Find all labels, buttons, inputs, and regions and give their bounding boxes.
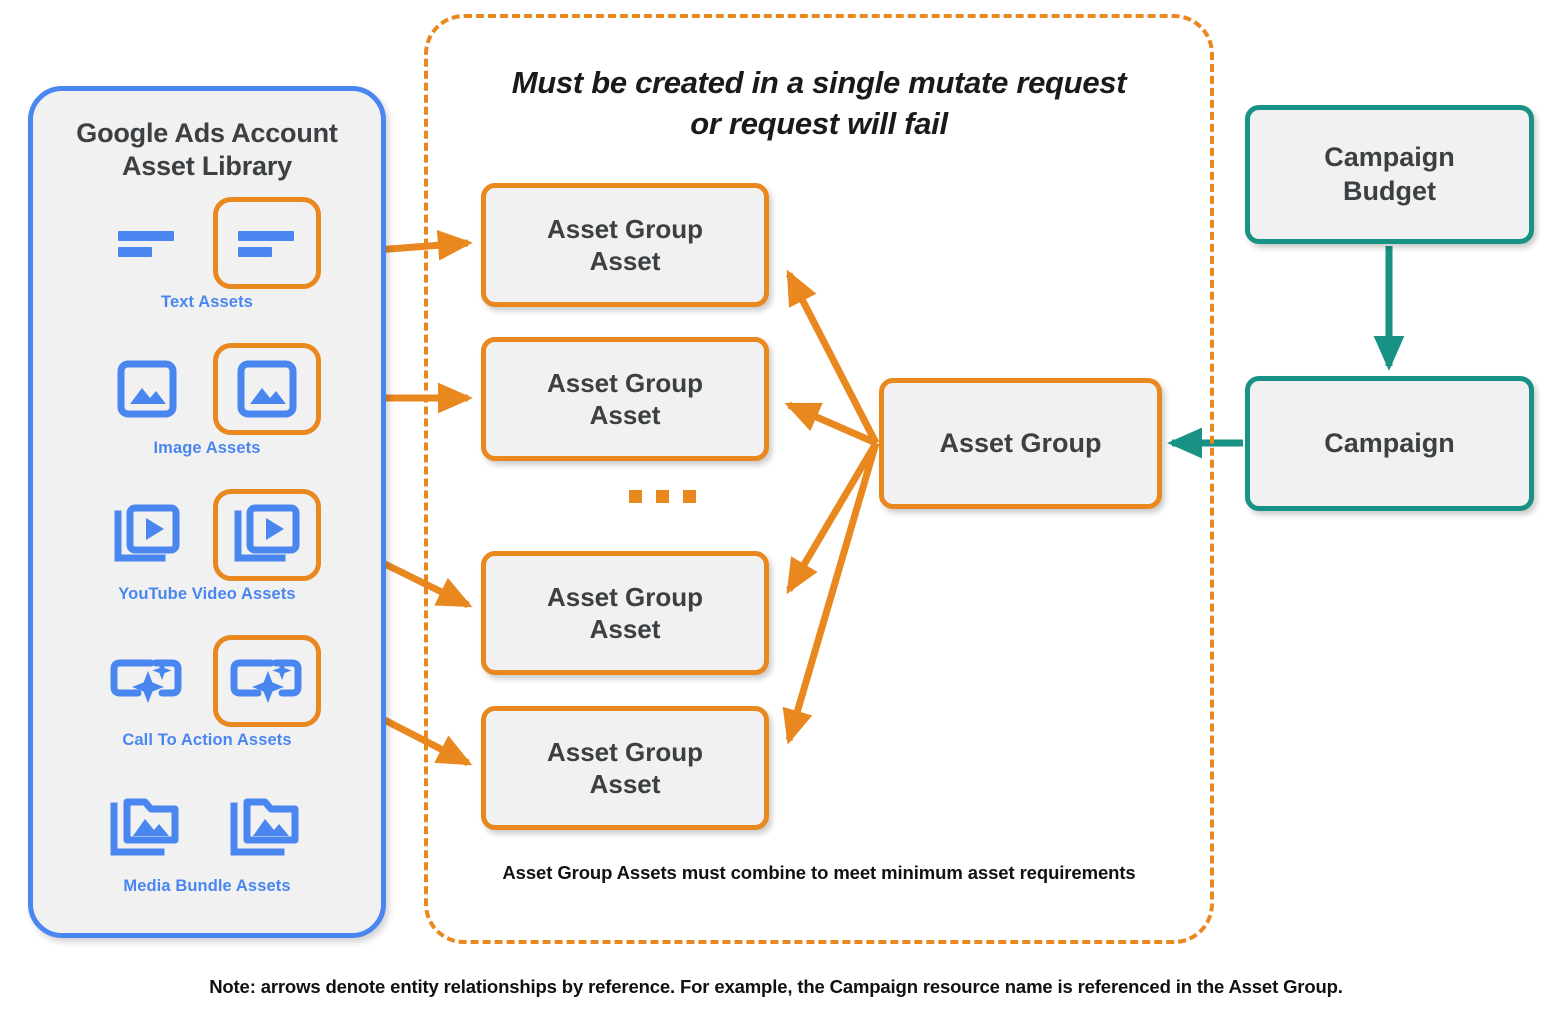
call-to-action-asset-icon-selected[interactable] xyxy=(213,634,321,727)
call-to-action-asset-icon-plain xyxy=(93,635,201,727)
asset-group-node[interactable]: Asset Group xyxy=(879,378,1162,509)
asset-icon-pair-cta xyxy=(33,633,381,729)
call-to-action-asset-icon xyxy=(230,659,302,703)
asset-caption-image: Image Assets xyxy=(153,438,261,457)
asset-group-asset-ellipsis xyxy=(629,490,696,503)
asset-caption-video: YouTube Video Assets xyxy=(118,584,296,603)
mutate-request-container: Must be created in a single mutate reque… xyxy=(424,14,1214,944)
asset-row-video: YouTube Video Assets xyxy=(33,487,381,633)
asset-group-asset-label-line2: Asset xyxy=(589,614,661,644)
ellipsis-dot xyxy=(683,490,696,503)
asset-group-asset-label-line1: Asset Group xyxy=(546,213,704,244)
asset-group-asset-label-line2: Asset xyxy=(589,769,661,799)
asset-icon-pair-image xyxy=(33,341,381,437)
campaign-label: Campaign xyxy=(1324,427,1455,458)
image-asset-icon-selected[interactable] xyxy=(213,342,321,435)
asset-group-asset-node[interactable]: Asset Group Asset xyxy=(481,337,769,461)
mutate-request-footnote: Asset Group Assets must combine to meet … xyxy=(502,862,1136,883)
text-asset-icon xyxy=(238,230,294,257)
asset-group-label: Asset Group xyxy=(939,427,1102,458)
video-asset-icon xyxy=(234,504,300,562)
video-asset-icon-plain xyxy=(93,489,201,581)
media-bundle-asset-icon xyxy=(110,798,179,856)
text-asset-icon xyxy=(118,230,174,257)
asset-group-asset-label-line1: Asset Group xyxy=(546,581,704,612)
library-title-line2: Asset Library xyxy=(122,150,292,181)
mutate-request-title: Must be created in a single mutate reque… xyxy=(428,62,1210,144)
mutate-title-line1: Must be created in a single mutate reque… xyxy=(511,65,1127,100)
asset-group-asset-label-line1: Asset Group xyxy=(546,367,704,398)
media-bundle-asset-icon xyxy=(230,798,299,856)
asset-group-asset-label-line1: Asset Group xyxy=(546,736,704,767)
asset-row-media-bundle: Media Bundle Assets xyxy=(33,779,381,925)
mutate-title-line2: or request will fail xyxy=(690,106,948,142)
asset-caption-cta: Call To Action Assets xyxy=(122,730,292,749)
image-asset-icon xyxy=(237,360,297,418)
campaign-budget-label: Campaign Budget xyxy=(1324,141,1455,208)
asset-type-list: Text Assets xyxy=(33,195,381,925)
asset-group-asset-label: Asset Group Asset xyxy=(547,213,703,277)
asset-group-asset-node[interactable]: Asset Group Asset xyxy=(481,551,769,675)
asset-group-asset-label: Asset Group Asset xyxy=(547,736,703,800)
text-asset-icon-selected[interactable] xyxy=(213,196,321,289)
call-to-action-asset-icon xyxy=(110,659,182,703)
asset-row-image: Image Assets xyxy=(33,341,381,487)
ellipsis-dot xyxy=(629,490,642,503)
asset-group-asset-node[interactable]: Asset Group Asset xyxy=(481,706,769,830)
asset-icon-pair-media-bundle xyxy=(33,779,381,875)
asset-caption-text: Text Assets xyxy=(161,292,253,311)
video-asset-icon-selected[interactable] xyxy=(213,488,321,581)
image-asset-icon-plain xyxy=(93,343,201,435)
footer-note: Note: arrows denote entity relationships… xyxy=(209,976,1343,997)
asset-group-asset-label-line2: Asset xyxy=(589,400,661,430)
image-asset-icon xyxy=(117,360,177,418)
media-bundle-asset-icon-plain xyxy=(93,781,201,873)
library-title-line1: Google Ads Account xyxy=(76,118,338,148)
asset-icon-pair-video xyxy=(33,487,381,583)
campaign-node[interactable]: Campaign xyxy=(1245,376,1534,511)
video-asset-icon xyxy=(114,504,180,562)
asset-group-asset-node[interactable]: Asset Group Asset xyxy=(481,183,769,307)
campaign-budget-label-line1: Campaign xyxy=(1324,142,1455,173)
asset-library-panel: Google Ads Account Asset Library xyxy=(28,86,386,938)
asset-group-asset-label: Asset Group Asset xyxy=(547,367,703,431)
asset-caption-media-bundle: Media Bundle Assets xyxy=(123,876,291,895)
asset-group-asset-label: Asset Group Asset xyxy=(547,581,703,645)
text-asset-icon-plain xyxy=(93,197,201,289)
asset-icon-pair-text xyxy=(33,195,381,291)
campaign-budget-label-line2: Budget xyxy=(1343,175,1436,206)
ellipsis-dot xyxy=(656,490,669,503)
asset-row-text: Text Assets xyxy=(33,195,381,341)
media-bundle-asset-icon-second xyxy=(213,781,321,873)
asset-row-cta: Call To Action Assets xyxy=(33,633,381,779)
campaign-budget-node[interactable]: Campaign Budget xyxy=(1245,105,1534,244)
library-title: Google Ads Account Asset Library xyxy=(33,117,381,183)
asset-group-asset-label-line2: Asset xyxy=(589,246,661,276)
